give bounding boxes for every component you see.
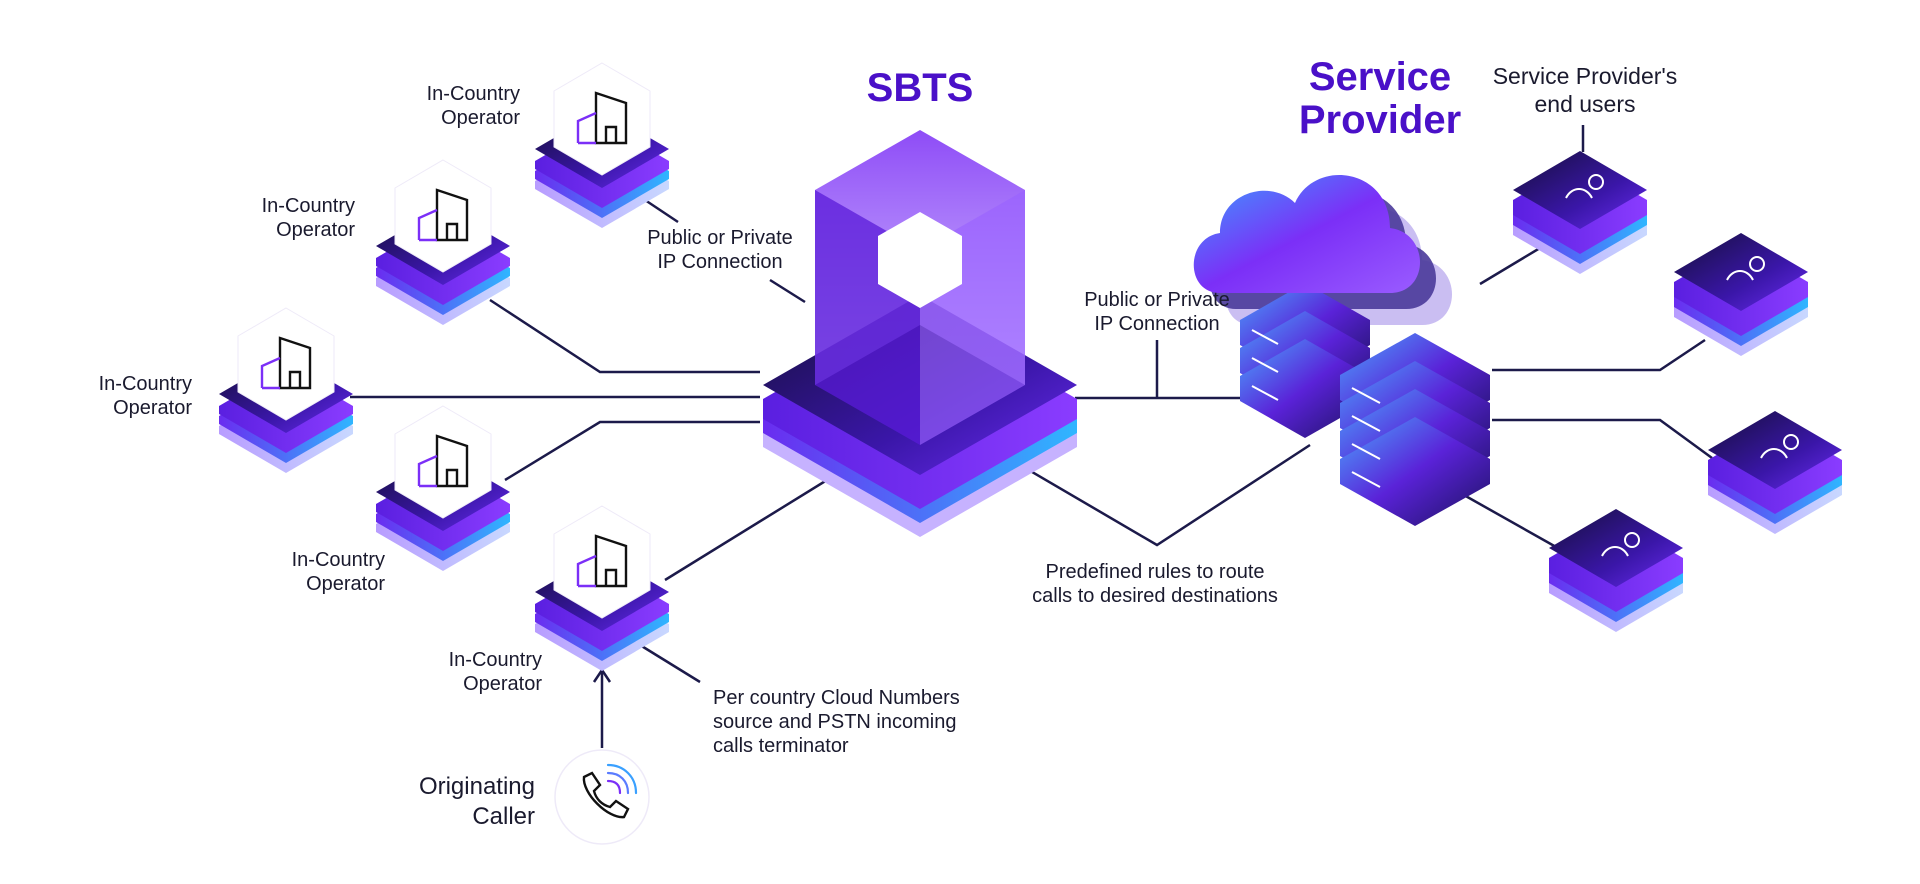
end-users-line1: Service Provider's: [1492, 63, 1678, 89]
operator-5-line2: Operator: [463, 673, 542, 695]
operator-2-line2: Operator: [276, 219, 355, 241]
service-provider-title-line1: Service: [1308, 55, 1452, 99]
phone-icon: [582, 763, 638, 819]
connection-left-line1: Public or Private: [647, 227, 793, 249]
service-provider-title-line2: Provider: [1298, 98, 1462, 142]
end-users-label: Service Provider's end users: [1470, 62, 1700, 118]
operator-2-line1: In-Country: [261, 195, 355, 217]
connection-right-line1: Public or Private: [1084, 289, 1230, 311]
cloud-server-icon: [1193, 175, 1490, 526]
line-operator-5: [664, 470, 841, 582]
building-icon: [576, 534, 628, 588]
user-icon: [1565, 174, 1604, 199]
connection-left-line2: IP Connection: [657, 251, 783, 273]
caller-node: [554, 749, 650, 845]
hexagon-box-icon: [815, 130, 1025, 445]
cloud-numbers-line2: source and PSTN incoming: [713, 711, 957, 733]
operator-stack-4: [376, 405, 510, 571]
sbts-title: SBTS: [866, 66, 974, 110]
line-cloud-numbers-label: [639, 643, 701, 684]
connection-right-label: Public or Private IP Connection: [1057, 288, 1257, 336]
line-connection-left-label: [769, 278, 806, 304]
building-icon: [576, 91, 628, 145]
user-tile-1: [1513, 151, 1647, 274]
end-users-line2: end users: [1534, 91, 1636, 117]
routing-rules-line1: Predefined rules to route: [1045, 561, 1265, 583]
user-tile-3: [1708, 411, 1842, 534]
operator-stack-5: [535, 505, 669, 671]
cloud-numbers-line1: Per country Cloud Numbers: [713, 687, 960, 709]
line-user-1: [1479, 243, 1546, 286]
caller-line1: Originating: [418, 773, 535, 800]
building-icon: [417, 188, 469, 242]
user-tile-2: [1674, 233, 1808, 356]
user-icon: [1760, 434, 1799, 459]
operator-1-line1: In-Country: [426, 83, 520, 105]
user-icon: [1601, 532, 1640, 557]
line-operator-1-label: [644, 198, 679, 224]
connection-right-line2: IP Connection: [1094, 313, 1220, 335]
operator-stack-1: [535, 62, 669, 228]
line-user-4: [1454, 488, 1566, 554]
operator-1-line2: Operator: [441, 107, 520, 129]
caller-line2: Caller: [472, 803, 535, 830]
operator-3-line1: In-Country: [98, 373, 192, 395]
line-routing-rules: [1014, 443, 1311, 547]
connection-lines: [350, 125, 1713, 748]
operator-stack-2: [376, 159, 510, 325]
connection-left-label: Public or Private IP Connection: [620, 226, 820, 274]
service-provider-title: Service Provider: [1260, 56, 1500, 142]
operator-3-label: In-Country Operator: [42, 372, 192, 420]
user-tile-4: [1549, 509, 1683, 632]
operator-5-label: In-Country Operator: [392, 648, 542, 696]
building-icon: [417, 434, 469, 488]
line-user-2: [1492, 338, 1706, 372]
service-provider-block: [1193, 175, 1490, 526]
operator-4-label: In-Country Operator: [235, 548, 385, 596]
routing-rules-label: Predefined rules to route calls to desir…: [1010, 560, 1300, 608]
line-operator-4: [504, 420, 760, 482]
line-operator-2: [489, 298, 760, 374]
caller-label: Originating Caller: [370, 772, 535, 832]
server-rack-back: [1240, 283, 1370, 438]
cloud-numbers-label: Per country Cloud Numbers source and PST…: [713, 686, 1013, 758]
operator-stack-3: [219, 307, 353, 473]
line-user-3: [1492, 418, 1713, 460]
server-rack-front: [1340, 333, 1490, 526]
sbts-block: [763, 130, 1077, 537]
operator-2-label: In-Country Operator: [205, 194, 355, 242]
routing-rules-line2: calls to desired destinations: [1032, 585, 1278, 607]
operator-5-line1: In-Country: [448, 649, 542, 671]
cloud-numbers-line3: calls terminator: [713, 735, 849, 757]
operator-4-line2: Operator: [306, 573, 385, 595]
operator-1-label: In-Country Operator: [370, 82, 520, 130]
operator-4-line1: In-Country: [291, 549, 385, 571]
user-icon: [1726, 256, 1765, 281]
building-icon: [260, 336, 312, 390]
operator-3-line2: Operator: [113, 397, 192, 419]
